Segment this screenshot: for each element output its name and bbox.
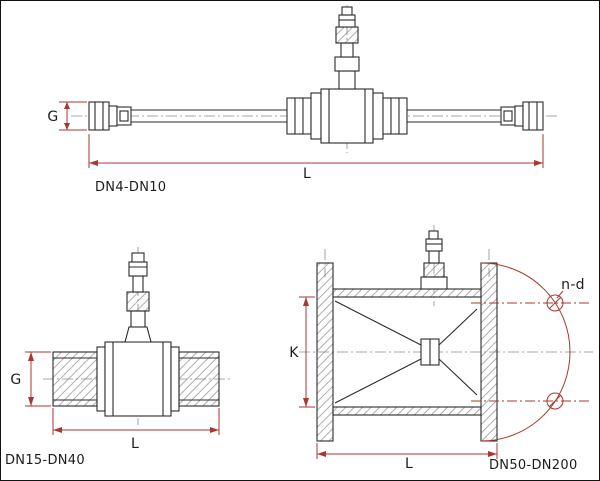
extension-tube-left bbox=[131, 109, 287, 123]
dim-label-l: L bbox=[131, 436, 139, 452]
dim-label-nd: n-d bbox=[561, 277, 585, 293]
bolt-hole-bottom bbox=[546, 392, 564, 410]
dim-label-l: L bbox=[303, 166, 311, 182]
right-flange bbox=[480, 262, 498, 442]
sensor-assembly bbox=[420, 230, 448, 290]
dimension-g bbox=[25, 351, 51, 407]
view-label-dn50-dn200: DN50-DN200 bbox=[489, 458, 578, 473]
view-dn4-dn10: G L DN4-DN10 bbox=[47, 5, 559, 195]
dim-label-g: G bbox=[47, 109, 58, 125]
dimensions bbox=[59, 101, 544, 168]
left-end-fitting bbox=[88, 101, 132, 131]
bolt-circle-view bbox=[471, 262, 589, 442]
threaded-inlet bbox=[52, 351, 98, 407]
meter-body bbox=[286, 88, 408, 144]
dim-label-l: L bbox=[405, 456, 413, 472]
body-step-right bbox=[170, 346, 180, 412]
meter-body bbox=[104, 341, 172, 417]
dimension-g bbox=[59, 101, 87, 131]
threaded-outlet bbox=[178, 351, 220, 407]
dimension-l bbox=[52, 408, 220, 435]
body-step-left bbox=[96, 346, 106, 412]
meter-outline bbox=[52, 252, 220, 417]
view-label-dn4-dn10: DN4-DN10 bbox=[95, 180, 166, 195]
left-flange bbox=[316, 262, 334, 442]
dim-label-k: K bbox=[289, 345, 299, 361]
dimension-l bbox=[316, 443, 498, 459]
sensor-assembly bbox=[334, 6, 360, 90]
meter-tube bbox=[332, 288, 482, 416]
meter-outline bbox=[316, 230, 498, 442]
view-dn50-dn200: K L n-d DN50-DN200 bbox=[289, 225, 593, 473]
meter-outline bbox=[88, 6, 544, 144]
dimension-l bbox=[88, 134, 544, 168]
dimension-k bbox=[299, 296, 315, 408]
right-end-fitting bbox=[500, 101, 544, 131]
dim-label-g: G bbox=[10, 372, 21, 388]
sensor-assembly bbox=[124, 252, 152, 343]
bolt-hole-top bbox=[546, 294, 564, 312]
dimensions bbox=[299, 262, 589, 459]
extension-tube-right bbox=[407, 109, 501, 123]
internal-flow-cone bbox=[334, 300, 478, 404]
view-label-dn15-dn40: DN15-DN40 bbox=[5, 453, 85, 468]
view-dn15-dn40: G L DN15-DN40 bbox=[5, 247, 231, 468]
dimensions bbox=[25, 351, 220, 435]
